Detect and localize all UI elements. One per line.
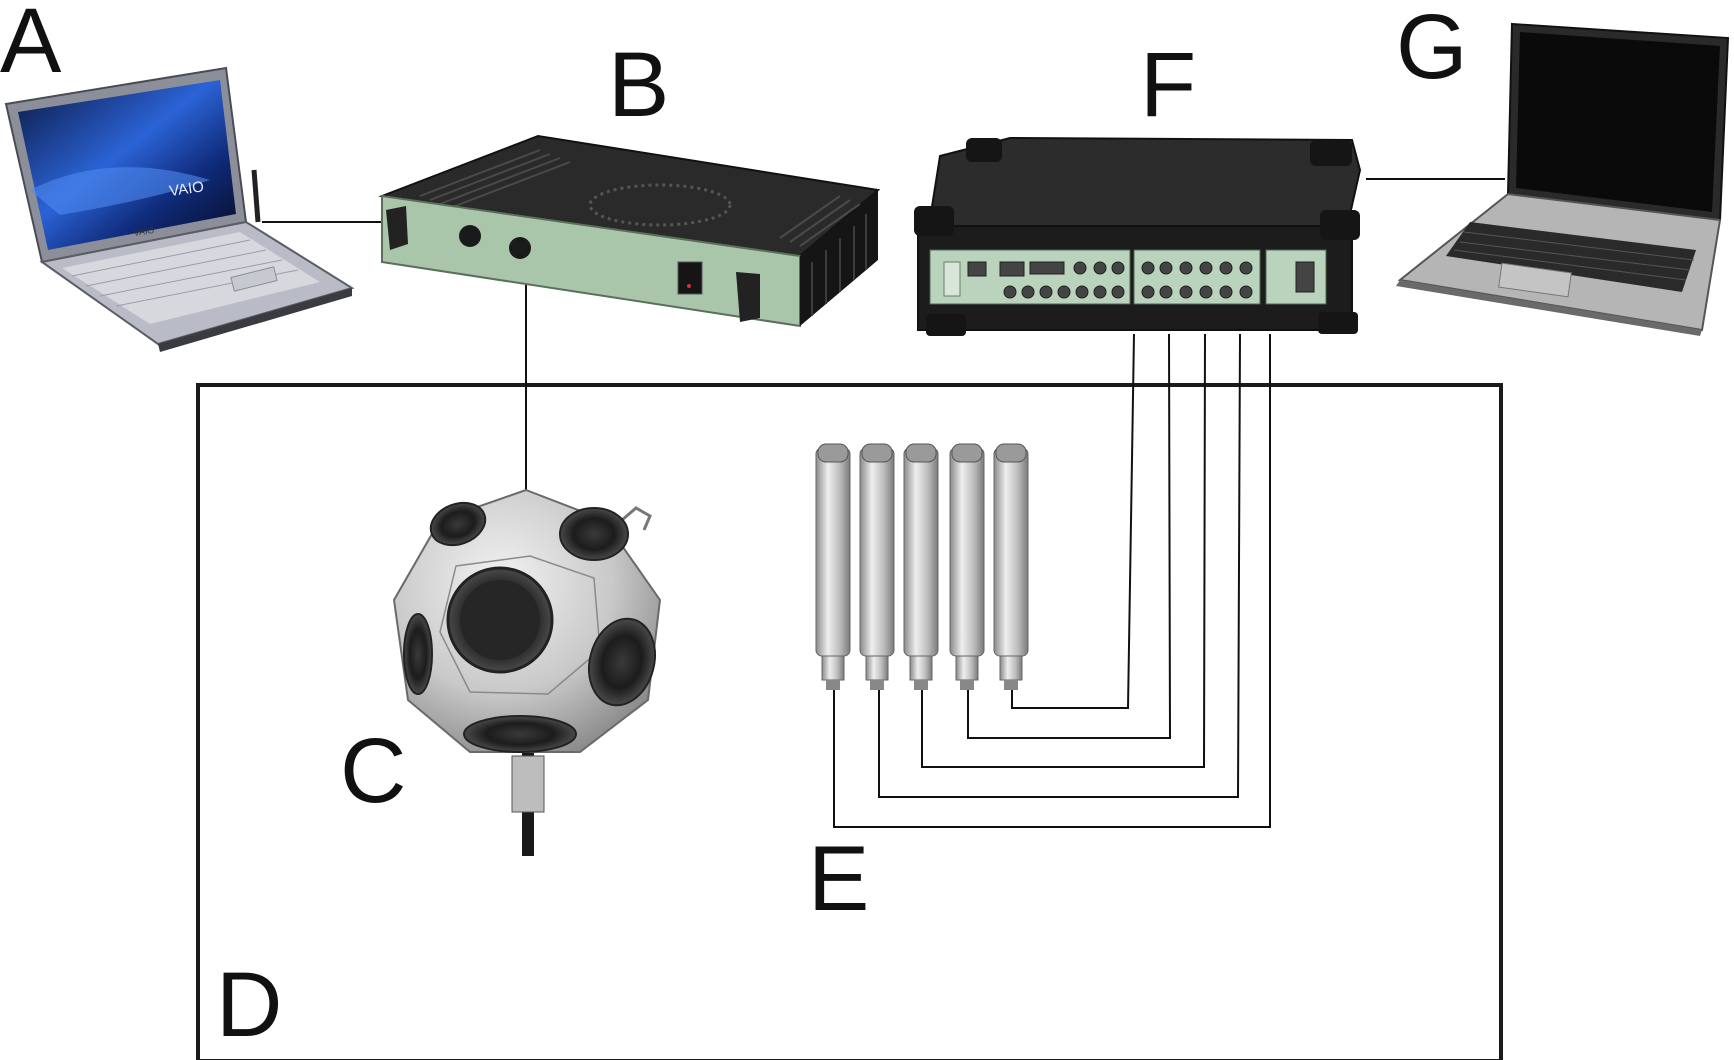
power-amplifier-icon bbox=[378, 134, 881, 328]
loudspeaker bbox=[392, 488, 662, 856]
label-a: A bbox=[0, 0, 62, 92]
laptop-a: VAIO VAIO bbox=[4, 66, 355, 352]
dodecahedron-loudspeaker-icon bbox=[392, 488, 662, 856]
label-g: G bbox=[1396, 0, 1468, 98]
data-acquisition-frontend-icon bbox=[914, 136, 1362, 336]
cable-mic-5 bbox=[1011, 333, 1135, 709]
laptop-icon bbox=[1396, 22, 1730, 336]
laptop-g bbox=[1396, 22, 1730, 336]
microphone-2 bbox=[859, 443, 895, 690]
vaio-bezel-logo: VAIO bbox=[133, 225, 155, 238]
microphone-5 bbox=[993, 443, 1029, 690]
microphone-icon bbox=[815, 447, 851, 657]
label-f: F bbox=[1140, 34, 1196, 136]
microphone-icon bbox=[859, 447, 895, 657]
power-amplifier bbox=[378, 134, 881, 328]
cable-mic-1 bbox=[833, 334, 1271, 828]
cable-mic-2 bbox=[878, 333, 1241, 798]
label-c: C bbox=[340, 720, 406, 822]
microphone-4 bbox=[949, 443, 985, 690]
microphone-1 bbox=[815, 443, 851, 690]
microphone-3 bbox=[903, 443, 939, 690]
label-d: D bbox=[216, 954, 282, 1056]
cable-mic-4 bbox=[967, 333, 1172, 739]
vaio-screen-logo: VAIO bbox=[168, 178, 205, 200]
cable-mic-3 bbox=[921, 333, 1206, 768]
microphone-icon bbox=[949, 447, 985, 657]
label-b: B bbox=[608, 34, 669, 136]
microphone-icon bbox=[903, 447, 939, 657]
microphone-icon bbox=[993, 447, 1029, 657]
microphones bbox=[815, 443, 1029, 690]
room-boundary bbox=[196, 383, 1503, 1060]
label-e: E bbox=[808, 828, 869, 930]
cables bbox=[262, 178, 1505, 828]
daq-frontend bbox=[914, 136, 1362, 336]
